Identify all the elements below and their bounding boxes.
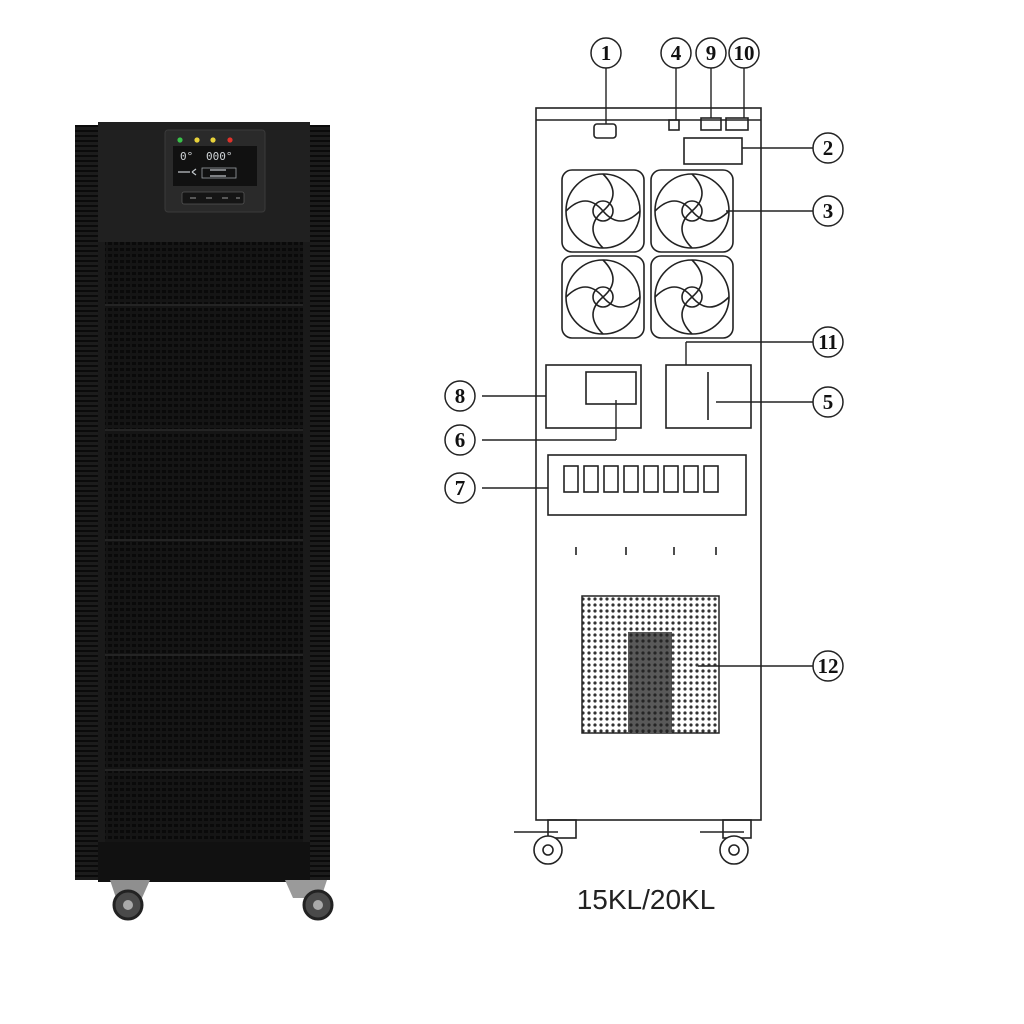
callout-8: 8 bbox=[444, 380, 476, 412]
callout-label: 4 bbox=[671, 41, 682, 65]
callout-label: 6 bbox=[455, 428, 466, 452]
comm-port-db9 bbox=[593, 123, 617, 139]
cooling-fans bbox=[561, 169, 734, 339]
ups-front-view: 0° 000° bbox=[60, 110, 360, 940]
callout-7: 7 bbox=[444, 472, 476, 504]
status-leds bbox=[177, 137, 233, 143]
callout-label: 3 bbox=[823, 199, 834, 223]
callout-4: 4 bbox=[660, 37, 692, 69]
panel-button-row bbox=[181, 191, 245, 205]
terminal-block bbox=[547, 454, 747, 516]
callout-10: 10 bbox=[728, 37, 760, 69]
model-caption: 15KL/20KL bbox=[576, 884, 716, 915]
front-left-caster bbox=[110, 880, 150, 921]
callout-11: 11 bbox=[812, 326, 844, 358]
led-red-icon bbox=[227, 137, 233, 143]
lcd-display bbox=[173, 146, 257, 186]
callout-label: 11 bbox=[818, 330, 838, 354]
callout-label: 9 bbox=[706, 41, 717, 65]
callout-12: 12 bbox=[812, 650, 844, 682]
lcd-right-reading: 000° bbox=[206, 150, 233, 163]
callout-1: 1 bbox=[590, 37, 622, 69]
front-grille bbox=[105, 242, 303, 842]
led-yellow-icon bbox=[210, 137, 216, 143]
led-yellow-icon bbox=[194, 137, 200, 143]
led-green-icon bbox=[177, 137, 183, 143]
callout-label: 7 bbox=[455, 476, 466, 500]
rj45-port bbox=[725, 117, 749, 131]
callout-label: 12 bbox=[818, 654, 839, 678]
usb-port bbox=[668, 119, 680, 131]
lcd-flow-icon bbox=[178, 168, 226, 177]
callout-label: 2 bbox=[823, 136, 834, 160]
lcd-left-reading: 0° bbox=[180, 150, 193, 163]
callout-label: 5 bbox=[823, 390, 834, 414]
intelligent-slot bbox=[683, 137, 743, 165]
callout-label: 10 bbox=[734, 41, 755, 65]
front-right-caster bbox=[285, 880, 334, 921]
callout-2: 2 bbox=[812, 132, 844, 164]
callout-5: 5 bbox=[812, 386, 844, 418]
callout-6: 6 bbox=[444, 424, 476, 456]
callout-3: 3 bbox=[812, 195, 844, 227]
maintenance-switch bbox=[665, 364, 752, 429]
callout-9: 9 bbox=[695, 37, 727, 69]
callout-label: 8 bbox=[455, 384, 466, 408]
callout-label: 1 bbox=[601, 41, 612, 65]
